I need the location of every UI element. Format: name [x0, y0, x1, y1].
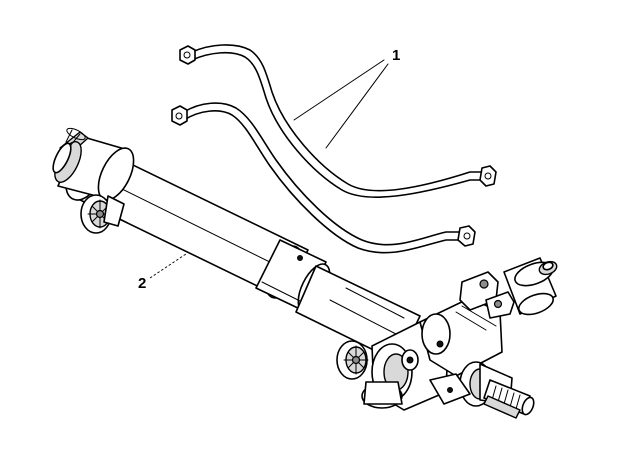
hydraulic-pipes — [171, 44, 497, 254]
callout-2: 2 — [138, 253, 187, 292]
callout-1-label: 1 — [392, 47, 400, 64]
upper-pipe-fitting-left — [179, 45, 196, 65]
callout-2-label: 2 — [138, 275, 146, 292]
lower-pipe — [171, 102, 476, 254]
left-end-boot — [52, 127, 135, 201]
lower-pipe-fitting-left — [171, 105, 188, 126]
left-mount-bushing — [80, 194, 125, 234]
pinion-shaft — [483, 379, 535, 419]
callout-1: 1 — [293, 47, 400, 149]
right-end-cap — [503, 257, 558, 316]
upper-pipe-fitting-right — [479, 165, 497, 187]
steering-rack — [52, 127, 558, 419]
upper-pipe — [179, 44, 497, 198]
lower-pipe-fitting-right — [457, 225, 476, 247]
right-mount-bushing — [336, 340, 369, 380]
